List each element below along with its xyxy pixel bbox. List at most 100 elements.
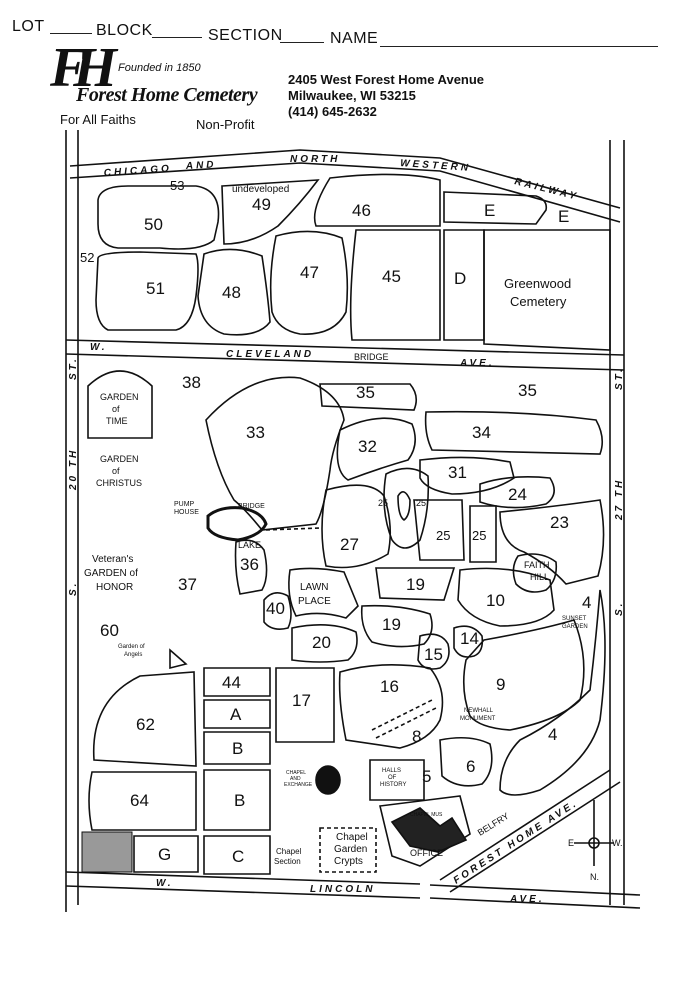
cleveland-w: W. [90, 342, 107, 353]
pump-house-1: PUMP [174, 501, 195, 508]
st20-b: 20 TH [68, 448, 79, 491]
halls-3: HISTORY [380, 782, 406, 788]
lawn-place-2: PLACE [298, 596, 331, 607]
office-label: OFFICE [410, 848, 443, 858]
hatched-area [81, 831, 133, 873]
chapel-ex-2: AND [290, 776, 301, 782]
section-48: 48 [222, 283, 241, 302]
address-line-2: Milwaukee, WI 53215 [288, 88, 416, 103]
lake-label: LAKE [238, 540, 261, 550]
section-19-a: 19 [406, 575, 425, 594]
section-25-b: 25 [416, 498, 426, 508]
greenwood-2: Cemetery [510, 294, 567, 309]
veterans-1: Veteran's [92, 554, 133, 565]
section-23: 23 [550, 513, 569, 532]
chapel-mus: CHAPEL MUS [410, 812, 443, 818]
newhall-1: NEWHALL [464, 708, 494, 714]
section-33: 33 [246, 423, 265, 442]
compass-w: W. [612, 838, 623, 848]
lawn-place-1: LAWN [300, 582, 329, 593]
block-field[interactable] [152, 37, 202, 38]
section-24: 24 [508, 485, 527, 504]
address-line-1: 2405 West Forest Home Avenue [288, 72, 485, 87]
section-53: 53 [170, 178, 184, 193]
section-b-2: B [234, 791, 245, 810]
section-a: A [230, 705, 242, 724]
section-37: 37 [178, 575, 197, 594]
lot-field[interactable] [50, 33, 92, 34]
chapel-section-2: Section [274, 857, 301, 866]
section-35-a: 35 [356, 383, 375, 402]
cleveland-ave: AVE. [459, 358, 495, 369]
belfry-label: BELFRY [476, 811, 511, 838]
section-47: 47 [300, 263, 319, 282]
lot-label: LOT [12, 18, 45, 35]
railway-label-3: NORTH [290, 154, 340, 165]
section-e-1: E [484, 201, 495, 220]
chapel-ex-1: CHAPEL [286, 770, 306, 776]
section-16: 16 [380, 677, 399, 696]
undeveloped-label: undeveloped [232, 184, 289, 195]
sunset-garden-2: GARDEN [562, 624, 588, 630]
christus-2: of [112, 466, 120, 476]
section-b-1: B [232, 739, 243, 758]
for-all-faiths: For All Faiths [60, 112, 136, 127]
railway-label-5: RAILWAY [513, 176, 580, 203]
section-g: G [158, 845, 171, 864]
crypts-3: Crypts [334, 856, 363, 867]
name-field[interactable] [380, 46, 658, 47]
section-17: 17 [292, 691, 311, 710]
non-profit: Non-Profit [196, 117, 255, 132]
st20-c: S. [68, 581, 79, 596]
section-15: 15 [424, 645, 443, 664]
section-25-c: 25 [436, 528, 450, 543]
section-44: 44 [222, 673, 241, 692]
section-60: 60 [100, 621, 119, 640]
faith-hill-2: HILL [530, 572, 549, 582]
veterans-2: GARDEN of [84, 568, 138, 579]
sunset-garden-1: SUNSET [562, 616, 587, 622]
section-52: 52 [80, 250, 94, 265]
railway-label-2: AND [185, 159, 217, 172]
section-64: 64 [130, 791, 149, 810]
garden-time-1: GARDEN [100, 392, 139, 402]
section-8: 8 [412, 727, 421, 746]
lincoln-label: LINCOLN [310, 884, 375, 895]
garden-time-2: of [112, 404, 120, 414]
section-9: 9 [496, 675, 505, 694]
section-6: 6 [466, 757, 475, 776]
section-32: 32 [358, 437, 377, 456]
section-38: 38 [182, 373, 201, 392]
section-51: 51 [146, 279, 165, 298]
crypts-1: Chapel [336, 832, 368, 843]
st27-b: 27 TH [614, 478, 625, 521]
name-label: NAME [330, 30, 379, 47]
section-field[interactable] [280, 42, 324, 43]
chapel-ex-3: EXCHANGE [284, 782, 313, 788]
section-27: 27 [340, 535, 359, 554]
christus-1: GARDEN [100, 454, 139, 464]
bridge-2: BRIDGE [238, 503, 265, 510]
bridge-label: BRIDGE [354, 352, 389, 362]
section-14: 14 [460, 629, 479, 648]
faith-hill-1: FAITH [524, 560, 550, 570]
founded-text: Founded in 1850 [118, 62, 201, 74]
cleveland-label: CLEVELAND [226, 349, 314, 360]
phone-number: (414) 645-2632 [288, 104, 377, 119]
st27-c: S. [614, 601, 625, 616]
section-36: 36 [240, 555, 259, 574]
railway-label-1: CHICAGO [103, 163, 172, 179]
logo-title: Forest Home Cemetery [76, 84, 258, 106]
section-d: D [454, 269, 466, 288]
newhall-2: MONUMENT [460, 716, 496, 722]
garden-time-3: TIME [106, 416, 128, 426]
section-c: C [232, 847, 244, 866]
section-20: 20 [312, 633, 331, 652]
section-62: 62 [136, 715, 155, 734]
halls-1: HALLS [382, 768, 401, 774]
section-4-a: 4 [582, 593, 591, 612]
section-45: 45 [382, 267, 401, 286]
lincoln-w: W. [156, 878, 173, 889]
section-label: SECTION [208, 27, 283, 44]
